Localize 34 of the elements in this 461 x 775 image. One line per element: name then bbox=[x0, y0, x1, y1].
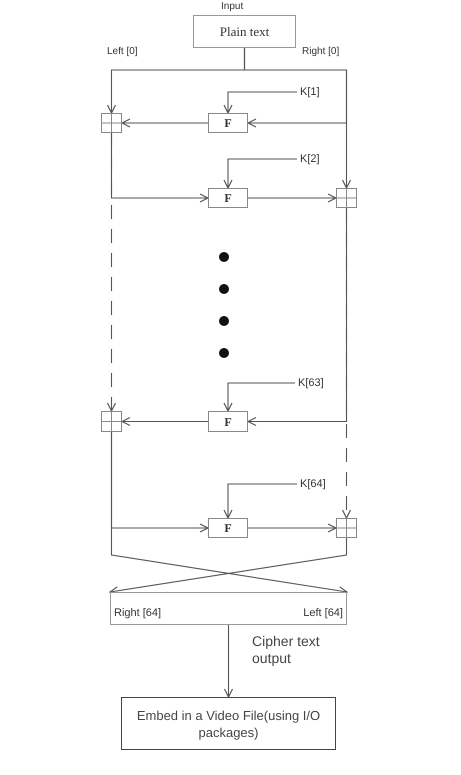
output-half-label: Left [64] bbox=[303, 606, 343, 620]
function-box: F bbox=[208, 113, 248, 133]
arrow bbox=[109, 538, 348, 596]
arrow bbox=[248, 193, 337, 203]
arrow bbox=[223, 91, 297, 114]
function-box: F bbox=[208, 518, 248, 538]
arrow bbox=[223, 483, 297, 519]
key-label: K[64] bbox=[297, 476, 331, 492]
arrow bbox=[223, 382, 295, 412]
arrow bbox=[248, 523, 337, 533]
arrow bbox=[223, 158, 297, 189]
process-box: Embed in a Video File(using I/O packages) bbox=[121, 697, 336, 750]
half-label: Left [0] bbox=[107, 45, 138, 59]
output-half-label: Right [64] bbox=[114, 606, 162, 620]
arrow bbox=[121, 118, 208, 128]
input-caption: Input bbox=[221, 0, 244, 13]
arrow bbox=[342, 208, 352, 519]
key-label: K[2] bbox=[297, 151, 327, 167]
key-label: K[63] bbox=[295, 375, 329, 391]
xor-symbol bbox=[336, 518, 357, 538]
arrow bbox=[110, 432, 348, 596]
key-label: K[1] bbox=[297, 84, 327, 100]
arrow bbox=[106, 133, 116, 412]
half-label: Right [0] bbox=[302, 45, 340, 59]
xor-symbol bbox=[101, 411, 122, 432]
arrow bbox=[121, 416, 208, 426]
arrow bbox=[244, 48, 352, 189]
xor-symbol bbox=[101, 113, 122, 133]
function-box: F bbox=[208, 188, 248, 208]
xor-symbol bbox=[336, 188, 357, 208]
function-box: F bbox=[208, 411, 248, 432]
arrow bbox=[224, 625, 234, 698]
input-box: Plain text bbox=[193, 15, 296, 48]
output-box bbox=[110, 592, 347, 625]
